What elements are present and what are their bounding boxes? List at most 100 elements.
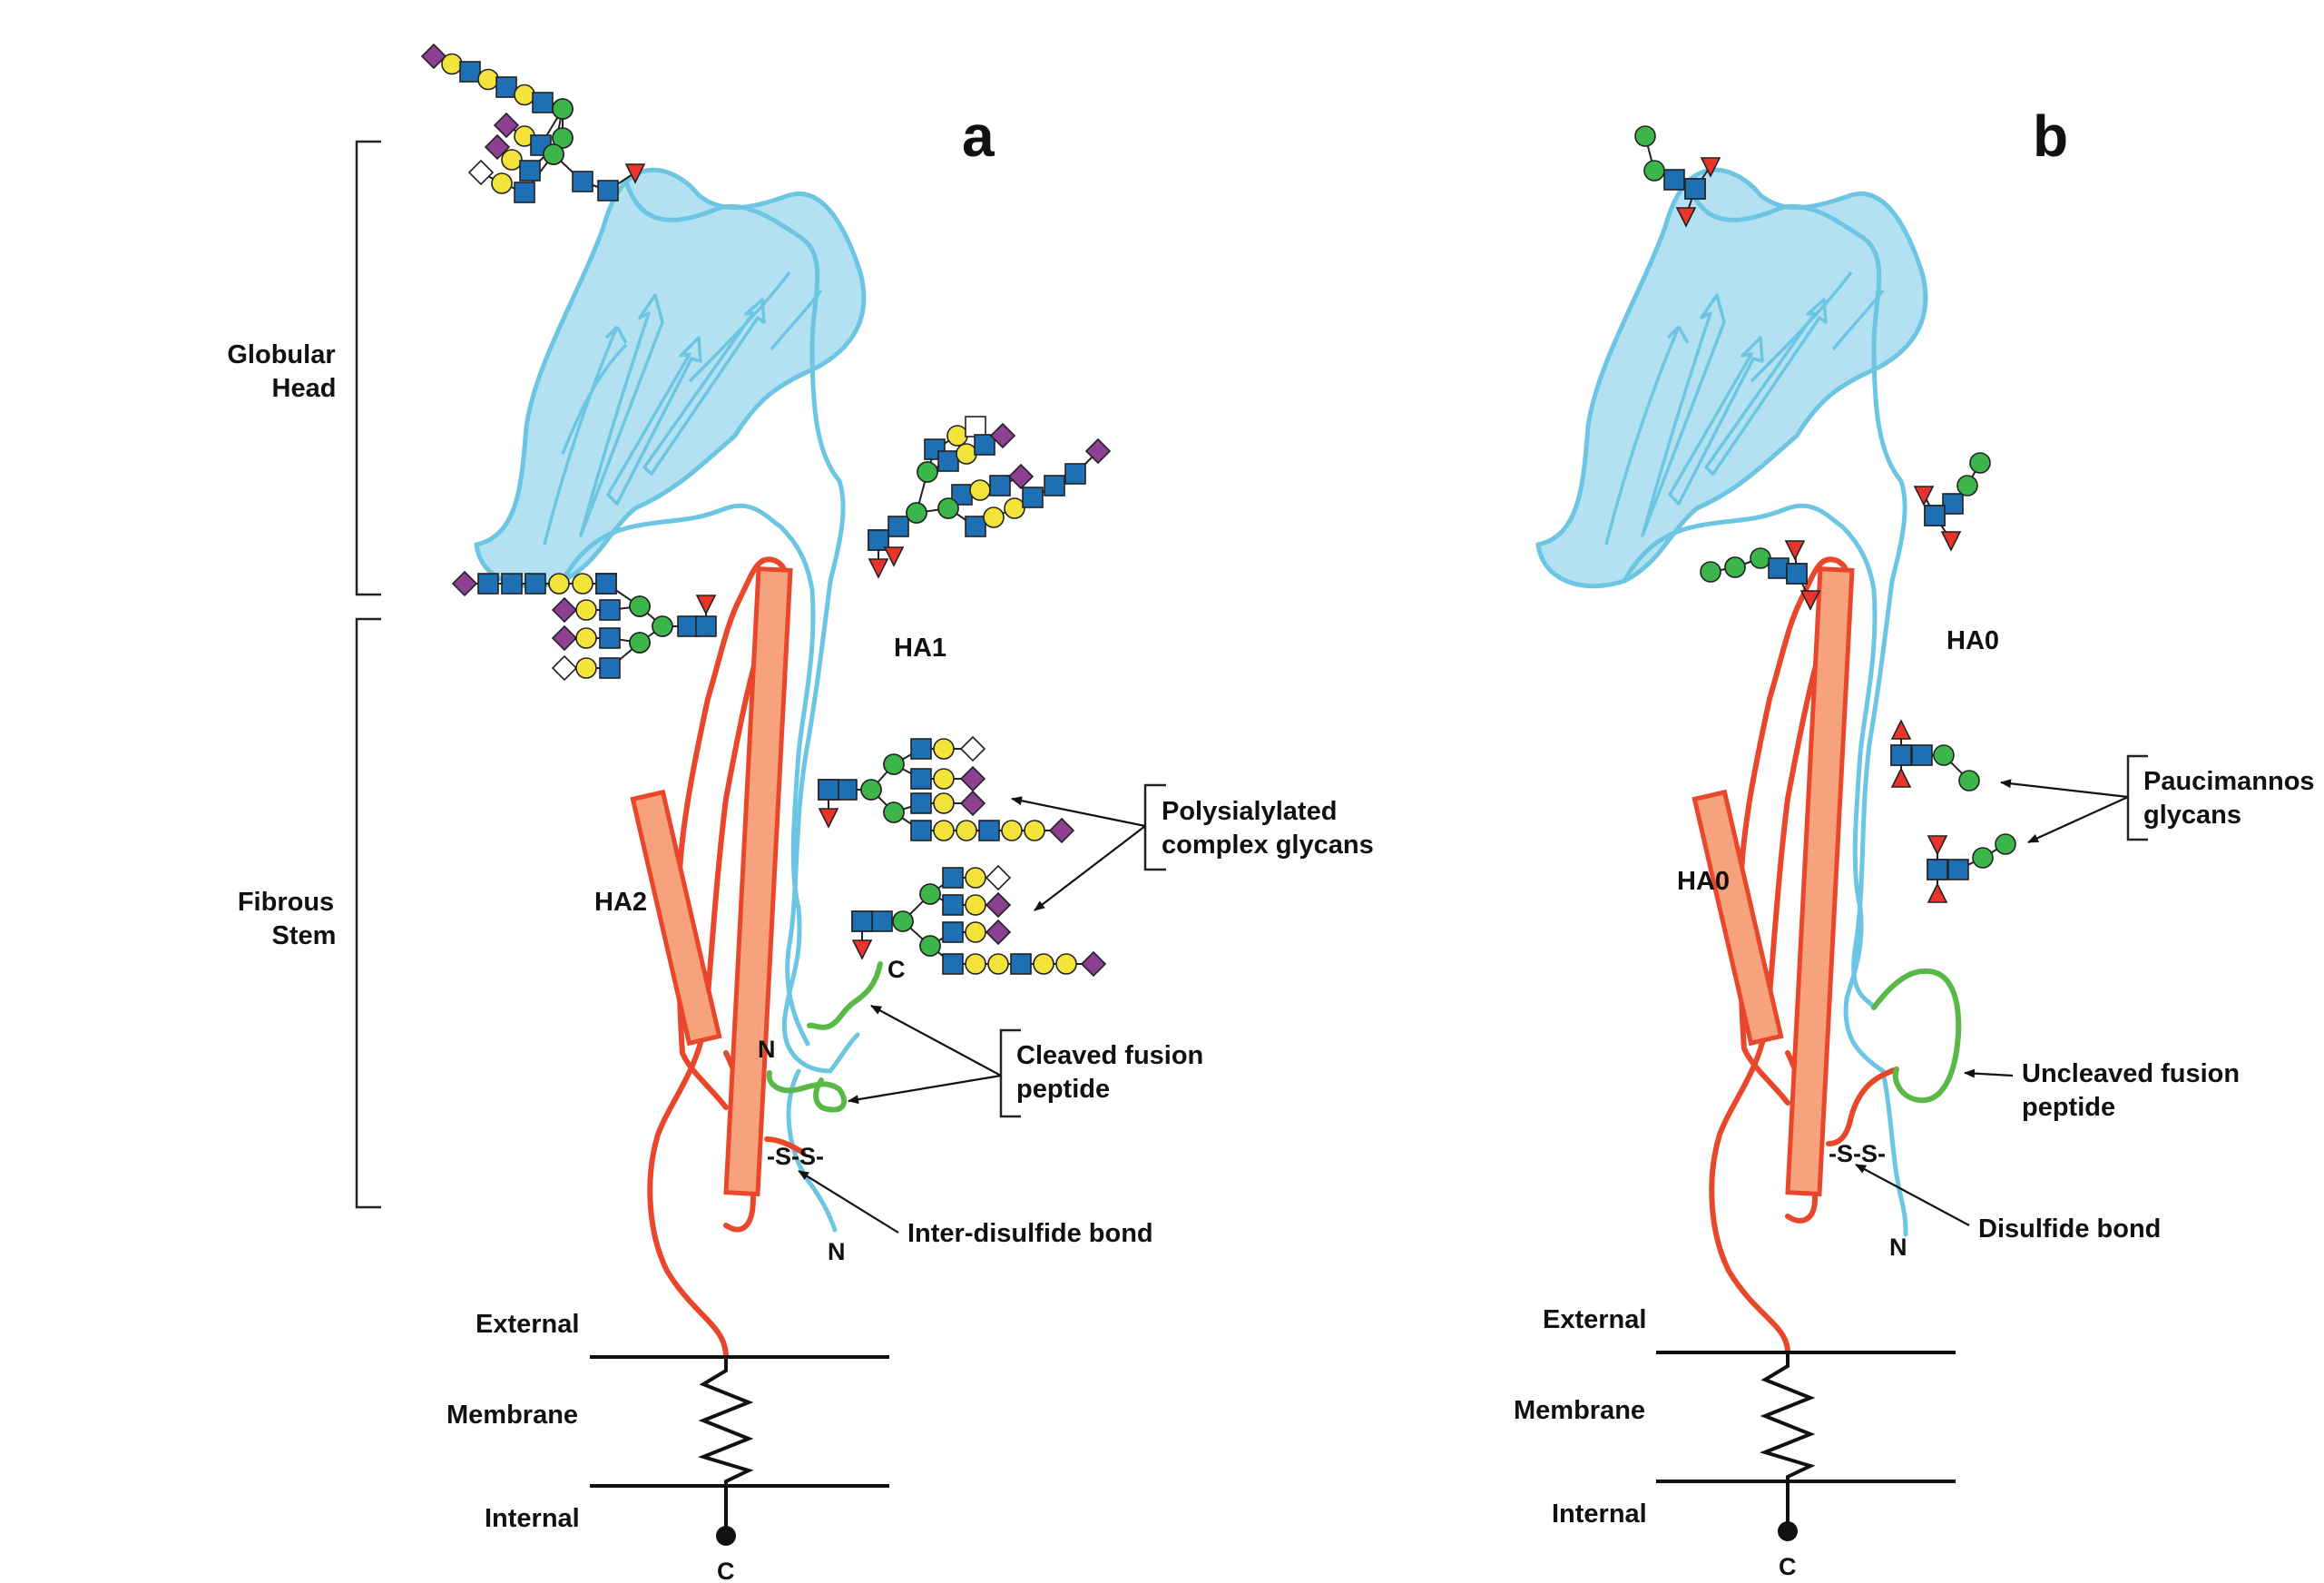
mannose-circle-icon — [1750, 547, 1771, 569]
galactose-circle-icon — [933, 820, 955, 841]
mannose-circle-icon — [1956, 475, 1978, 497]
glcnac-square-icon — [1942, 493, 1964, 515]
glcnac-square-icon — [1044, 475, 1065, 497]
glcnac-square-icon — [937, 450, 959, 472]
n-terminus-top-a: N — [758, 1036, 776, 1063]
glcnac-square-icon — [1927, 859, 1948, 880]
white-square-icon — [965, 416, 986, 438]
galactose-circle-icon — [491, 172, 513, 194]
ha1-label: HA1 — [894, 634, 946, 663]
glcnac-square-icon — [695, 615, 717, 637]
ha0-label-lower: HA0 — [1677, 867, 1730, 896]
glcnac-square-icon — [595, 573, 617, 595]
ha0-chain-red — [1709, 556, 1899, 1355]
mannose-circle-icon — [552, 127, 574, 149]
glcnac-square-icon — [525, 573, 546, 595]
glcnac-square-icon — [942, 894, 964, 916]
helix-long-a — [723, 565, 793, 1197]
glcnac-square-icon — [1022, 487, 1044, 508]
galactose-circle-icon — [548, 573, 570, 595]
galactose-circle-icon — [983, 506, 1005, 528]
glycan-arrow-1-b — [2000, 779, 2129, 799]
internal-label-b: Internal — [1552, 1499, 1647, 1529]
c-terminus-dot-a — [716, 1526, 736, 1546]
glcnac-square-icon — [1890, 744, 1912, 766]
sialic-acid-diamond-icon — [493, 112, 520, 139]
galactose-circle-icon — [1033, 953, 1054, 975]
glycans-a — [420, 43, 1112, 978]
fucose-triangle-icon — [1675, 207, 1697, 228]
galactose-circle-icon — [572, 573, 593, 595]
glcnac-square-icon — [519, 160, 541, 182]
galactose-circle-icon — [575, 599, 597, 621]
mannose-circle-icon — [543, 143, 564, 165]
white-diamond-icon — [467, 159, 495, 186]
glcnac-square-icon — [887, 516, 909, 537]
glycan-bracket-a — [1143, 783, 1166, 871]
fusion-peptide-c-a — [807, 961, 883, 1030]
glcnac-square-icon — [910, 820, 932, 841]
sialic-acid-diamond-icon — [1048, 817, 1075, 844]
fucose-triangle-icon — [1927, 835, 1948, 856]
galactose-circle-icon — [441, 53, 463, 75]
glcnac-square-icon — [1947, 859, 1969, 880]
glycan-arrow-2-a — [1034, 825, 1146, 911]
helix-short-a — [630, 789, 722, 1047]
fusion-annotation-line1-a: Cleaved fusion — [1016, 1041, 1203, 1070]
glcnac-square-icon — [477, 573, 499, 595]
c-terminus-bottom-a: C — [717, 1558, 735, 1583]
fucose-triangle-icon — [1913, 486, 1935, 506]
glycan-annotation-line2-b: glycans — [2143, 801, 2241, 830]
galactose-circle-icon — [933, 792, 955, 814]
glcnac-square-icon — [974, 434, 995, 456]
globular-head-bracket — [355, 140, 381, 596]
mannose-circle-icon — [860, 779, 882, 801]
mannose-circle-icon — [906, 502, 927, 524]
galactose-circle-icon — [965, 921, 986, 943]
glcnac-square-icon — [871, 910, 893, 932]
mannose-circle-icon — [1933, 744, 1955, 766]
glycan-annotation-line1-a: Polysialylated — [1162, 797, 1337, 826]
glcnac-square-icon — [1010, 953, 1032, 975]
panel-b: b HA0 HA0 -S-S- N Paucimannos glycans Un… — [1514, 103, 2315, 1580]
fucose-triangle-icon — [818, 808, 839, 829]
external-label-b: External — [1543, 1305, 1646, 1334]
mannose-circle-icon — [1700, 561, 1721, 583]
sialic-acid-diamond-icon — [1080, 950, 1107, 978]
mannose-circle-icon — [1995, 833, 2016, 855]
panel-a-letter: a — [962, 103, 995, 169]
fucose-triangle-icon — [624, 163, 646, 184]
galactose-circle-icon — [477, 68, 499, 91]
galactose-circle-icon — [514, 84, 535, 106]
fibrous-label-line1: Fibrous — [238, 888, 334, 917]
glcnac-square-icon — [572, 171, 593, 192]
n-terminus-bottom-b: N — [1889, 1234, 1907, 1261]
galactose-circle-icon — [946, 425, 968, 447]
glcnac-square-icon — [978, 820, 1000, 841]
fucose-triangle-icon — [1927, 882, 1948, 903]
membrane-label-b: Membrane — [1514, 1396, 1645, 1425]
glcnac-square-icon — [597, 180, 619, 202]
galactose-circle-icon — [1024, 820, 1045, 841]
galactose-circle-icon — [1004, 497, 1025, 519]
mannose-circle-icon — [917, 461, 938, 483]
galactose-circle-icon — [965, 953, 986, 975]
glcnac-square-icon — [599, 657, 621, 679]
mannose-circle-icon — [937, 497, 959, 519]
glcnac-square-icon — [989, 475, 1011, 497]
mannose-circle-icon — [629, 632, 651, 654]
fusion-arrow-2-a — [848, 1074, 1002, 1105]
mannose-circle-icon — [1643, 160, 1665, 182]
n-terminus-bottom-a: N — [828, 1238, 846, 1265]
sialic-acid-diamond-icon — [989, 422, 1016, 449]
fucose-triangle-icon — [1784, 540, 1806, 561]
glycan-annotation-line2-a: complex glycans — [1162, 831, 1374, 860]
c-terminus-top-a: C — [887, 956, 906, 983]
glcnac-square-icon — [1924, 505, 1946, 526]
sialic-acid-diamond-icon — [484, 133, 511, 161]
glcnac-square-icon — [851, 910, 873, 932]
sialic-acid-diamond-icon — [959, 790, 986, 817]
internal-label-a: Internal — [485, 1504, 580, 1533]
fucose-triangle-icon — [1890, 767, 1912, 788]
glcnac-square-icon — [818, 779, 839, 801]
